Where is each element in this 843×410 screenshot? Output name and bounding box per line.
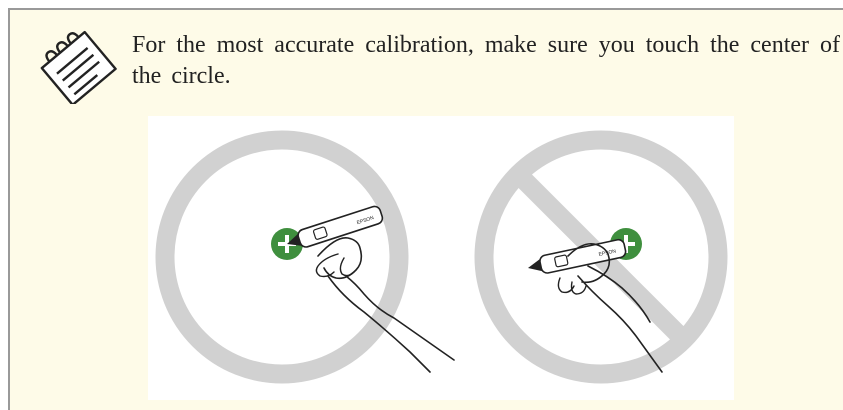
incorrect-touch-panel: EPSON — [484, 140, 718, 374]
left-pen: EPSON — [284, 205, 384, 253]
note-box: For the most accurate calibration, make … — [8, 8, 843, 410]
calibration-figure: EPSON EPSON — [148, 116, 734, 400]
note-text: For the most accurate calibration, make … — [132, 30, 840, 92]
note-pad-icon — [34, 28, 126, 104]
correct-touch-panel: EPSON — [165, 140, 454, 374]
